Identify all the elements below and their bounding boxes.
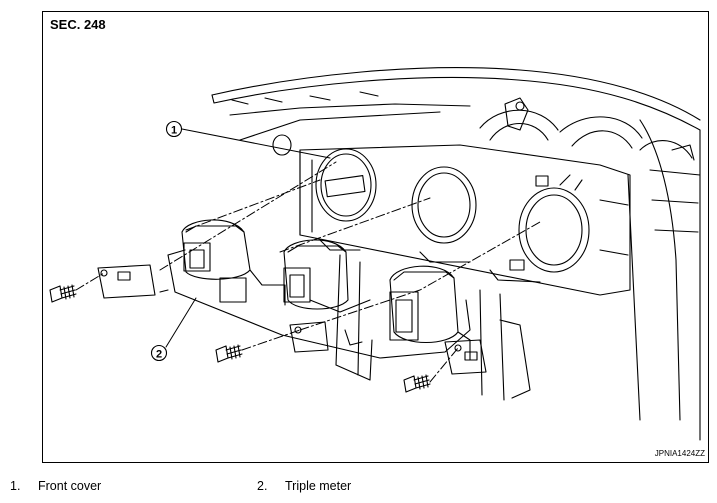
- legend-label: Front cover: [38, 479, 102, 493]
- legend-item: 2. Triple meter: [257, 479, 351, 493]
- callout-1-label: 1: [171, 125, 177, 137]
- callout-leaders: [165, 128, 331, 348]
- section-label: SEC. 248: [50, 17, 106, 32]
- front-cover-part: [299, 144, 631, 296]
- legend-item: 1. Front cover: [10, 479, 101, 493]
- callout-2-circle: [150, 344, 168, 362]
- image-code: JPNIA1424ZZ: [654, 449, 705, 458]
- installation-guide-lines: [75, 161, 541, 383]
- legend-label: Triple meter: [285, 479, 352, 493]
- screw-icon: [215, 344, 243, 363]
- diagram-frame: [42, 11, 709, 463]
- screw-icon: [49, 284, 77, 303]
- dashboard-outline: [211, 67, 701, 441]
- legend-number: 1.: [10, 479, 21, 493]
- callout-2-label: 2: [156, 349, 162, 361]
- triple-meter-part: [159, 219, 471, 361]
- callout-1-circle: [165, 120, 183, 138]
- legend-number: 2.: [257, 479, 268, 493]
- dash-gauge-recesses: [272, 97, 695, 161]
- screw-icon: [403, 374, 431, 393]
